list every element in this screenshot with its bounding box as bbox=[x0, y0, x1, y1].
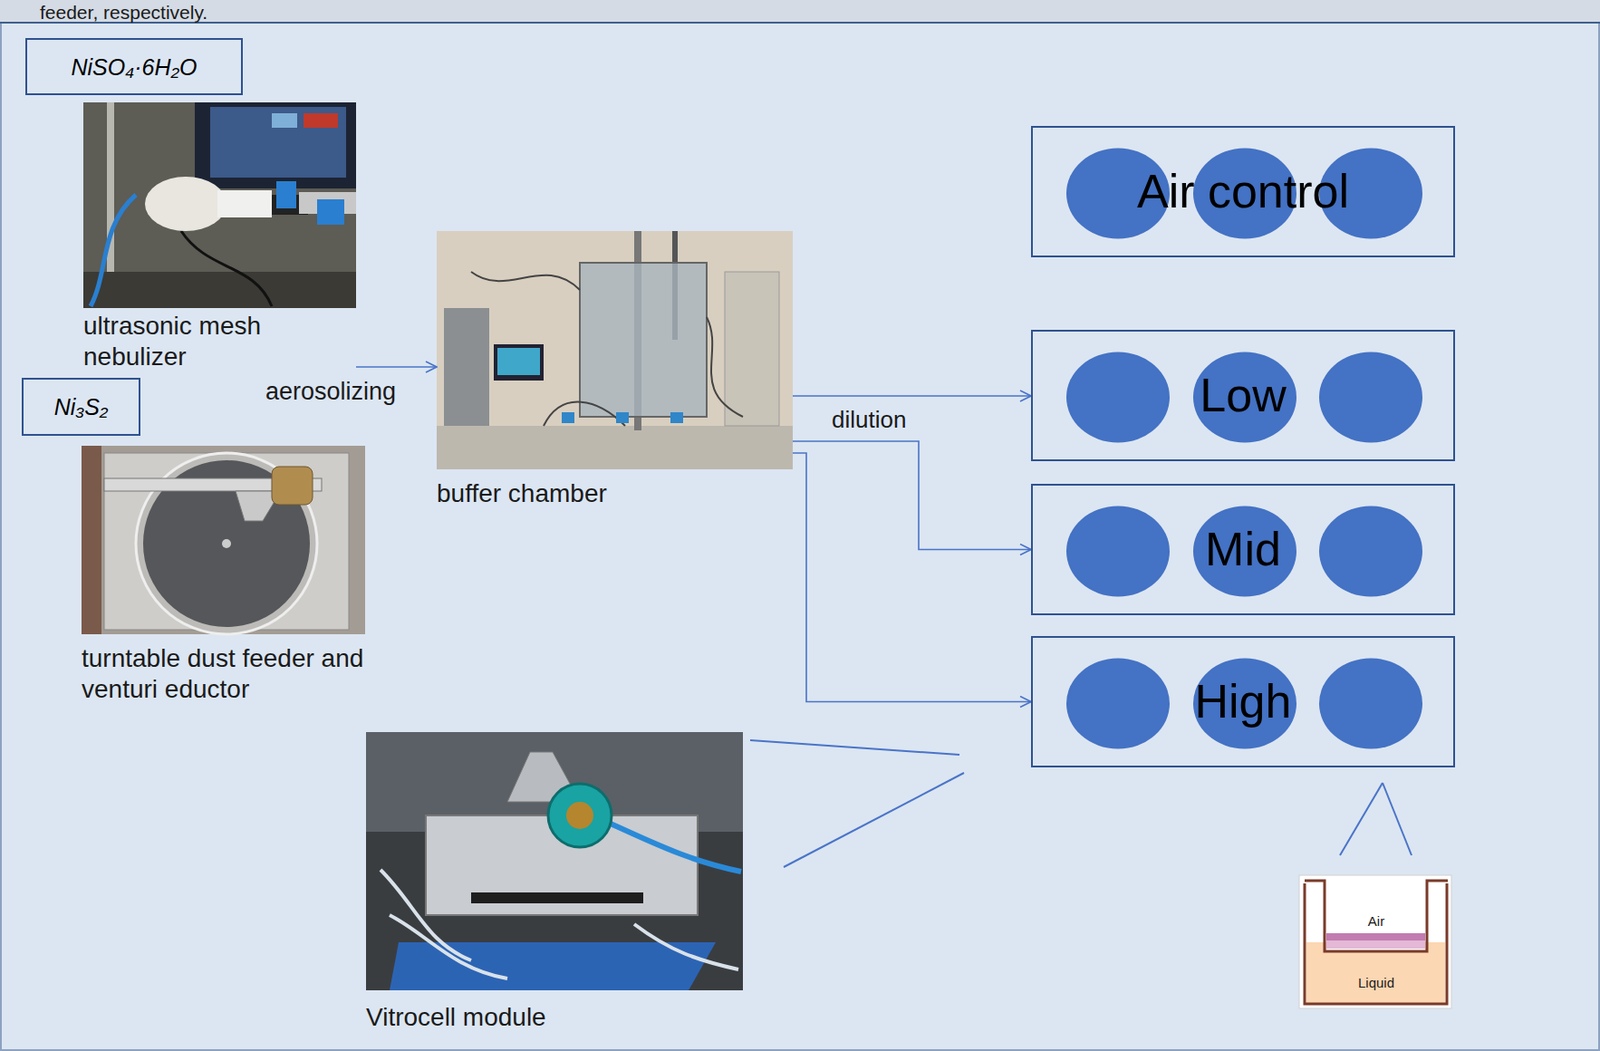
callout-line bbox=[1382, 782, 1412, 856]
box-label: NiSO₄·6H₂O bbox=[70, 53, 197, 81]
photo-panel: Vitrocell module bbox=[366, 732, 743, 1033]
bench bbox=[436, 425, 793, 470]
well-circle bbox=[1319, 506, 1423, 598]
dose-group-box: High bbox=[1031, 636, 1456, 768]
bench bbox=[83, 271, 357, 309]
photo-caption: turntable dust feeder and venturi educto… bbox=[81, 643, 381, 704]
well-circle bbox=[1319, 658, 1423, 750]
well-circle bbox=[1193, 658, 1297, 750]
photo-ground bbox=[83, 102, 357, 309]
insert-air bbox=[1326, 883, 1426, 952]
dose-group-box: Low bbox=[1031, 329, 1456, 462]
box-label: Air control bbox=[1137, 163, 1350, 220]
nebulizer-body bbox=[144, 176, 227, 232]
well-circle bbox=[1066, 352, 1170, 444]
well-circle bbox=[1066, 506, 1170, 598]
photo-caption: ultrasonic mesh nebulizer bbox=[83, 310, 357, 372]
well-wall bbox=[1304, 883, 1447, 1004]
photo-ground bbox=[366, 732, 743, 991]
tube bbox=[90, 194, 136, 307]
dose-group-box: Mid bbox=[1031, 483, 1456, 616]
edge-label: dilution bbox=[828, 405, 909, 434]
box-label: Mid bbox=[1204, 520, 1282, 578]
well-circle bbox=[1193, 506, 1297, 598]
photo-panel: ultrasonic mesh nebulizer bbox=[83, 102, 357, 372]
insert-label: Liquid bbox=[1358, 974, 1395, 992]
cell-layer bbox=[1326, 933, 1426, 941]
box-label: Ni₃S₂ bbox=[54, 393, 109, 421]
insert-ground bbox=[1299, 875, 1452, 1009]
photo-ground bbox=[81, 445, 366, 635]
photo-panel: buffer chamber bbox=[436, 231, 793, 510]
fitting bbox=[616, 412, 629, 424]
well-circle bbox=[1193, 352, 1297, 444]
callout-line bbox=[1339, 782, 1383, 856]
flow-arrow bbox=[792, 453, 1032, 703]
well-circle bbox=[1319, 352, 1423, 444]
photo-ground bbox=[436, 231, 793, 470]
top-band bbox=[0, 0, 1600, 23]
screen-bar bbox=[303, 113, 338, 128]
box-label: High bbox=[1195, 673, 1292, 730]
fitting bbox=[561, 412, 575, 424]
panel bbox=[0, 22, 1600, 1051]
edge-label: aerosolizing bbox=[262, 376, 399, 406]
cell-layer bbox=[1326, 940, 1426, 949]
instrument bbox=[443, 308, 490, 426]
header-fragment: feeder, respectively. bbox=[39, 0, 208, 24]
shelf bbox=[724, 271, 780, 426]
photo-caption: buffer chamber bbox=[436, 478, 793, 510]
fitting bbox=[670, 412, 684, 424]
flow-arrow bbox=[792, 441, 1032, 550]
monitor bbox=[493, 344, 544, 381]
eductor-pipe bbox=[271, 466, 313, 505]
fitting bbox=[276, 181, 297, 209]
hub bbox=[221, 539, 232, 549]
cable bbox=[181, 231, 272, 307]
monitor-screen bbox=[497, 347, 540, 376]
blue-tube bbox=[602, 819, 742, 872]
fitting bbox=[317, 199, 345, 225]
well-circle bbox=[1066, 658, 1170, 750]
photo-caption: Vitrocell module bbox=[366, 1002, 743, 1033]
compound-box: NiSO₄·6H₂O bbox=[25, 38, 243, 96]
screen-bar bbox=[271, 113, 298, 128]
insert-wall bbox=[1304, 880, 1448, 952]
laptop-screen bbox=[210, 106, 347, 178]
brass-nut bbox=[566, 801, 594, 829]
laptop bbox=[194, 102, 357, 189]
cables bbox=[471, 271, 743, 426]
callout-line bbox=[783, 772, 964, 868]
module-slot bbox=[471, 892, 644, 904]
flow-arrow bbox=[792, 395, 1032, 397]
tubes bbox=[380, 869, 739, 979]
callout-line bbox=[750, 740, 960, 755]
flow-arrow bbox=[356, 366, 437, 368]
photo-panel: turntable dust feeder and venturi educto… bbox=[81, 445, 381, 704]
band-rule bbox=[0, 21, 1600, 24]
compound-box: Ni₃S₂ bbox=[21, 377, 141, 436]
housing-edge bbox=[81, 445, 102, 635]
nebulizer-neck bbox=[217, 190, 272, 218]
teal-cap bbox=[548, 783, 612, 848]
insert-label: Air bbox=[1368, 913, 1385, 930]
box-label: Low bbox=[1199, 366, 1286, 424]
dose-group-box: Air control bbox=[1031, 125, 1456, 258]
chamber bbox=[579, 262, 707, 417]
